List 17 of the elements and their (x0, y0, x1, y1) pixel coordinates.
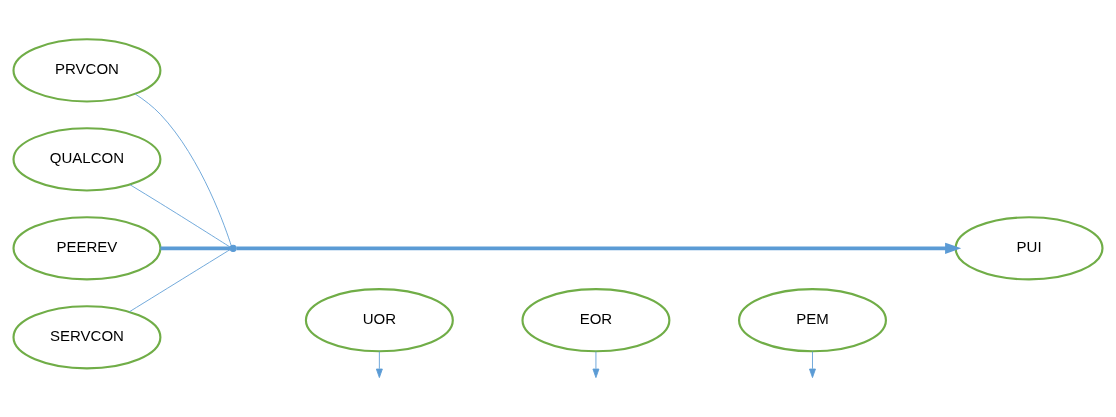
node-ellipse: PEEREV (12, 215, 162, 280)
node-ellipse: PUI (954, 215, 1104, 280)
connector (129, 183, 231, 247)
node-ellipse: UOR (304, 287, 454, 352)
node-ellipse: EOR (521, 287, 671, 352)
node-ellipse: PEM (737, 287, 887, 352)
connector (128, 248, 231, 312)
connector (134, 93, 232, 246)
connector (160, 245, 231, 250)
arrow (375, 350, 383, 378)
node-ellipse: PRVCON (12, 37, 162, 103)
node-ellipse: QUALCON (12, 126, 162, 191)
node-ellipse: SERVCON (12, 304, 162, 369)
arrow (592, 350, 600, 378)
arrow (809, 350, 816, 378)
arrow (236, 242, 962, 254)
node-circle (229, 244, 237, 252)
